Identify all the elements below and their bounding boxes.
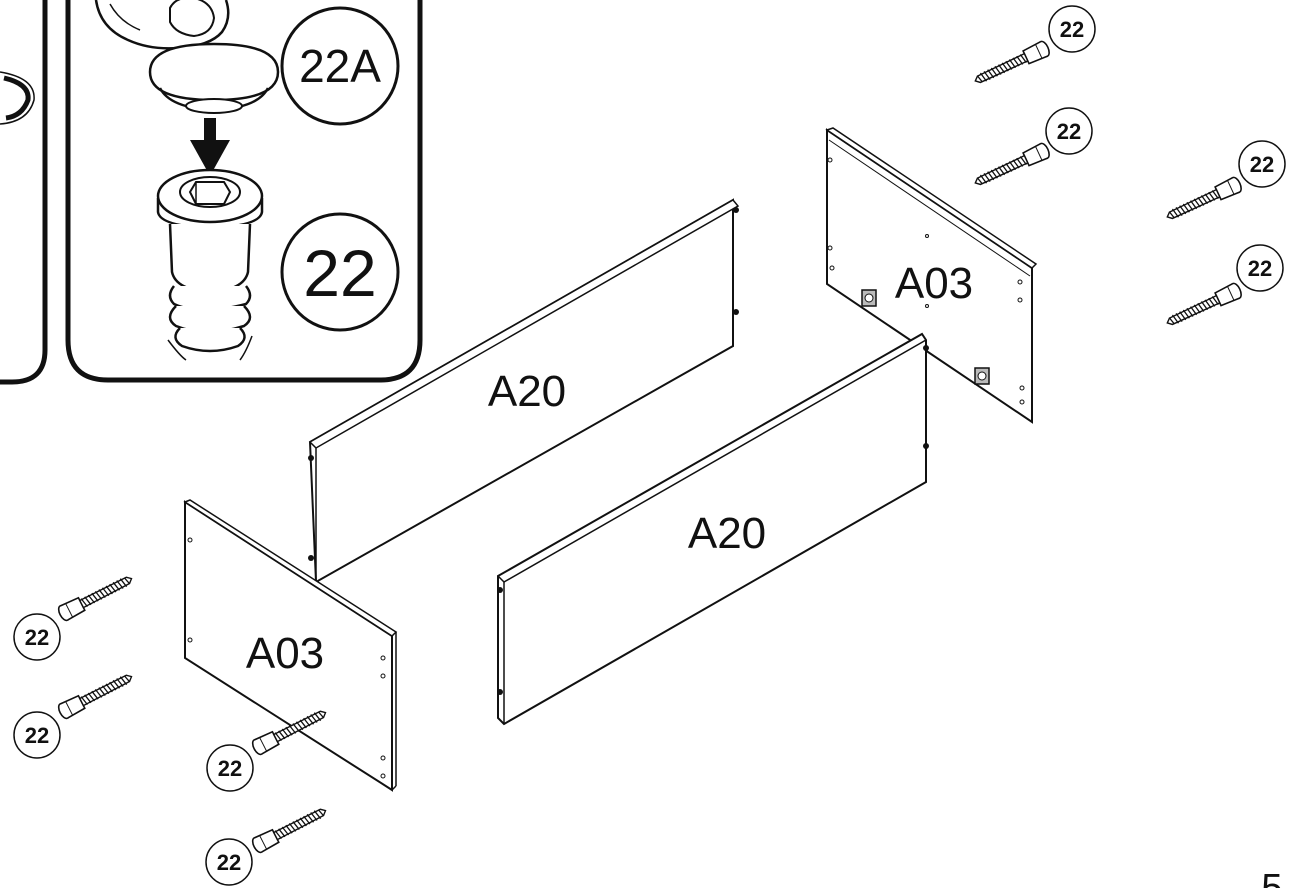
- fitting-22: [55, 668, 136, 721]
- rail-panel-back: A20: [308, 198, 740, 584]
- part-label-A03-left: A03: [246, 629, 324, 678]
- down-arrow-icon: [190, 118, 230, 176]
- rail-panel-front: A20: [497, 332, 929, 726]
- page-number: 5: [1261, 867, 1282, 888]
- callout-22-label: 22: [218, 756, 242, 781]
- callout-22: 22: [13, 711, 61, 759]
- callout-22: 22: [13, 613, 61, 661]
- part-label-A20-front: A20: [688, 509, 766, 558]
- callout-22: 22: [1238, 140, 1286, 188]
- fitting-22: [1163, 175, 1244, 226]
- callout-22-label: 22: [1248, 256, 1272, 281]
- callout-22-label: 22: [1060, 17, 1084, 42]
- inset-detail-panel: 22A 22: [65, 0, 423, 383]
- callout-circle-22-large: [280, 212, 400, 332]
- cap-22A-illustration: [148, 42, 280, 114]
- callout-22: 22: [205, 838, 253, 886]
- callout-22: 22: [1048, 5, 1096, 53]
- fitting-22-illustration: [156, 168, 264, 361]
- callout-22: 22: [1045, 107, 1093, 155]
- inset-left-panel: [0, 0, 48, 385]
- callout-22-label: 22: [25, 723, 49, 748]
- fitting-22: [55, 570, 136, 623]
- cam-lock-fitting: [861, 289, 877, 307]
- fitting-22: [249, 802, 330, 855]
- callout-22: 22: [206, 744, 254, 792]
- fitting-22: [971, 39, 1052, 90]
- callout-22: 22: [1236, 244, 1284, 292]
- part-label-A20-back: A20: [488, 367, 566, 416]
- side-panel-right: A03: [825, 127, 1038, 424]
- callout-22-label: 22: [1250, 152, 1274, 177]
- fitting-22: [1163, 281, 1244, 332]
- finger-illustration: [94, 0, 230, 50]
- side-panel-left: A03: [183, 499, 398, 792]
- fitting-22: [971, 141, 1052, 192]
- callout-22-label: 22: [217, 850, 241, 875]
- callout-label-22A: 22A: [299, 40, 381, 92]
- callout-circle-22A: [280, 6, 400, 126]
- callout-22-label: 22: [1057, 119, 1081, 144]
- callout-22-label: 22: [25, 625, 49, 650]
- part-label-A03-right: A03: [895, 259, 973, 308]
- callout-label-22-large: 22: [303, 236, 376, 310]
- cam-lock-fitting: [974, 367, 990, 385]
